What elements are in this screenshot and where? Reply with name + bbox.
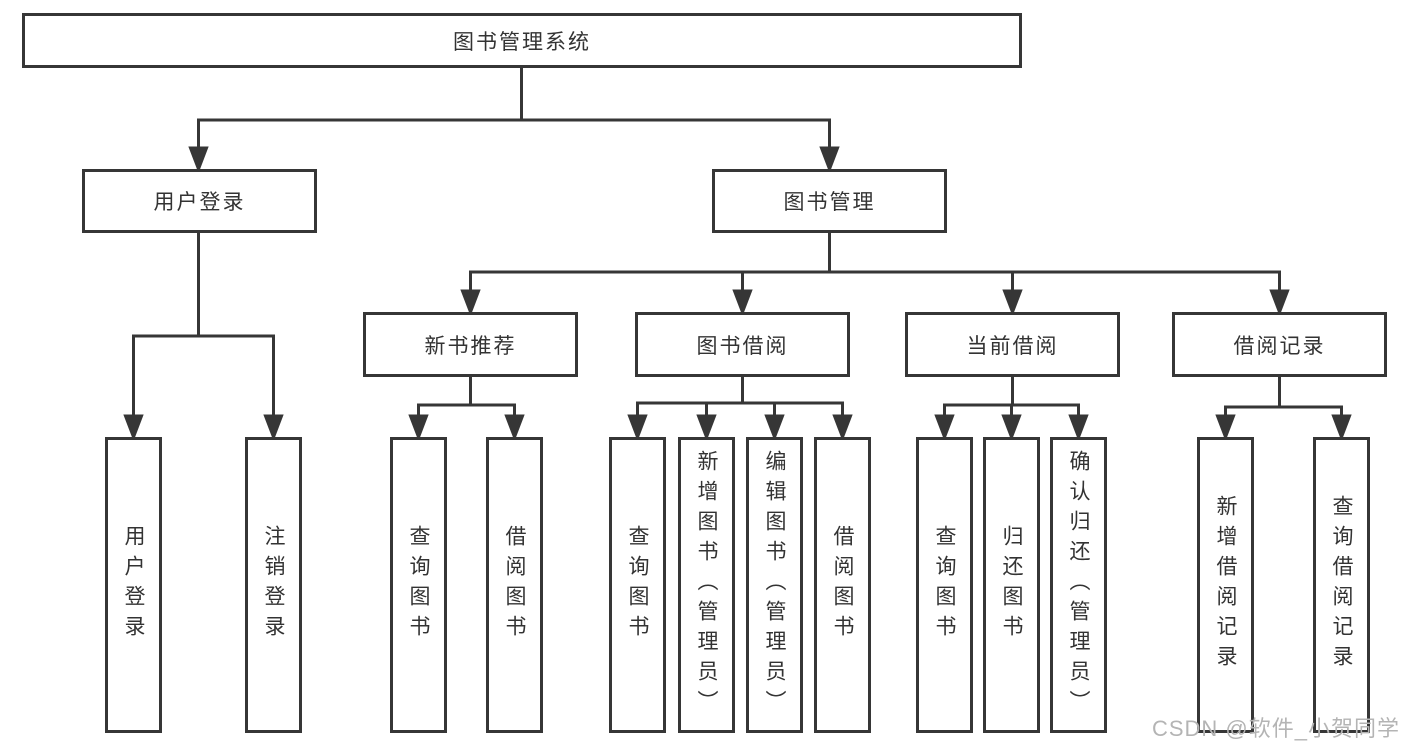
leaf-confirm-return-admin-label: 确认归还（管理员）: [1067, 450, 1090, 720]
leaf-query-books-current-label: 查询图书: [933, 525, 956, 645]
node-root: 图书管理系统: [22, 13, 1022, 68]
watermark-text: CSDN @软件_小贺同学: [1151, 716, 1400, 741]
node-book-borrow: 图书借阅: [635, 312, 850, 377]
leaf-edit-book-admin: 编辑图书（管理员）: [746, 437, 803, 733]
node-user-login-label: 用户登录: [153, 191, 246, 214]
leaf-edit-book-admin-label: 编辑图书（管理员）: [763, 450, 786, 720]
node-book-borrow-label: 图书借阅: [696, 334, 789, 358]
leaf-return-book: 归还图书: [983, 437, 1040, 733]
leaf-query-borrow-record-label: 查询借阅记录: [1330, 495, 1353, 675]
node-new-book-recommend: 新书推荐: [363, 312, 578, 377]
leaf-query-books-recommend-label: 查询图书: [407, 525, 430, 645]
leaf-query-books-borrow-label: 查询图书: [626, 525, 649, 645]
edge-new-book-recommend-to-leaves: [408, 377, 525, 442]
edge-borrow-records-to-leaves: [1215, 377, 1352, 442]
leaf-add-book-admin-label: 新增图书（管理员）: [695, 450, 718, 720]
node-borrow-records-label: 借阅记录: [1233, 334, 1326, 358]
leaf-confirm-return-admin: 确认归还（管理员）: [1050, 437, 1107, 733]
leaf-add-book-admin: 新增图书（管理员）: [678, 437, 735, 733]
leaf-query-borrow-record: 查询借阅记录: [1313, 437, 1370, 733]
leaf-query-books-recommend: 查询图书: [390, 437, 447, 733]
leaf-logout-label: 注销登录: [262, 525, 285, 645]
leaf-user-login-label: 用户登录: [122, 525, 145, 645]
leaf-borrow-books-recommend: 借阅图书: [486, 437, 543, 733]
node-root-label: 图书管理系统: [453, 30, 591, 54]
leaf-user-login: 用户登录: [105, 437, 162, 733]
leaf-logout: 注销登录: [245, 437, 302, 733]
edge-book-borrow-to-leaves: [627, 377, 853, 442]
edge-user-login-to-leaves: [123, 233, 284, 442]
leaf-borrow-books-recommend-label: 借阅图书: [503, 525, 526, 645]
leaf-add-borrow-record: 新增借阅记录: [1197, 437, 1254, 733]
edge-current-borrow-to-leaves: [934, 377, 1089, 442]
node-user-login: 用户登录: [82, 169, 317, 233]
leaf-borrow-books-borrow: 借阅图书: [814, 437, 871, 733]
leaf-return-book-label: 归还图书: [1000, 525, 1023, 645]
leaf-query-books-borrow: 查询图书: [609, 437, 666, 733]
node-book-management: 图书管理: [712, 169, 947, 233]
leaf-query-books-current: 查询图书: [916, 437, 973, 733]
node-new-book-recommend-label: 新书推荐: [424, 334, 517, 358]
node-borrow-records: 借阅记录: [1172, 312, 1387, 377]
leaf-add-borrow-record-label: 新增借阅记录: [1214, 495, 1237, 675]
node-current-borrow: 当前借阅: [905, 312, 1120, 377]
node-current-borrow-label: 当前借阅: [966, 334, 1059, 358]
leaf-borrow-books-borrow-label: 借阅图书: [831, 525, 854, 645]
node-book-management-label: 图书管理: [783, 191, 876, 214]
edge-book-management-to-level2: [460, 233, 1290, 317]
edge-root-to-level1: [188, 68, 840, 174]
